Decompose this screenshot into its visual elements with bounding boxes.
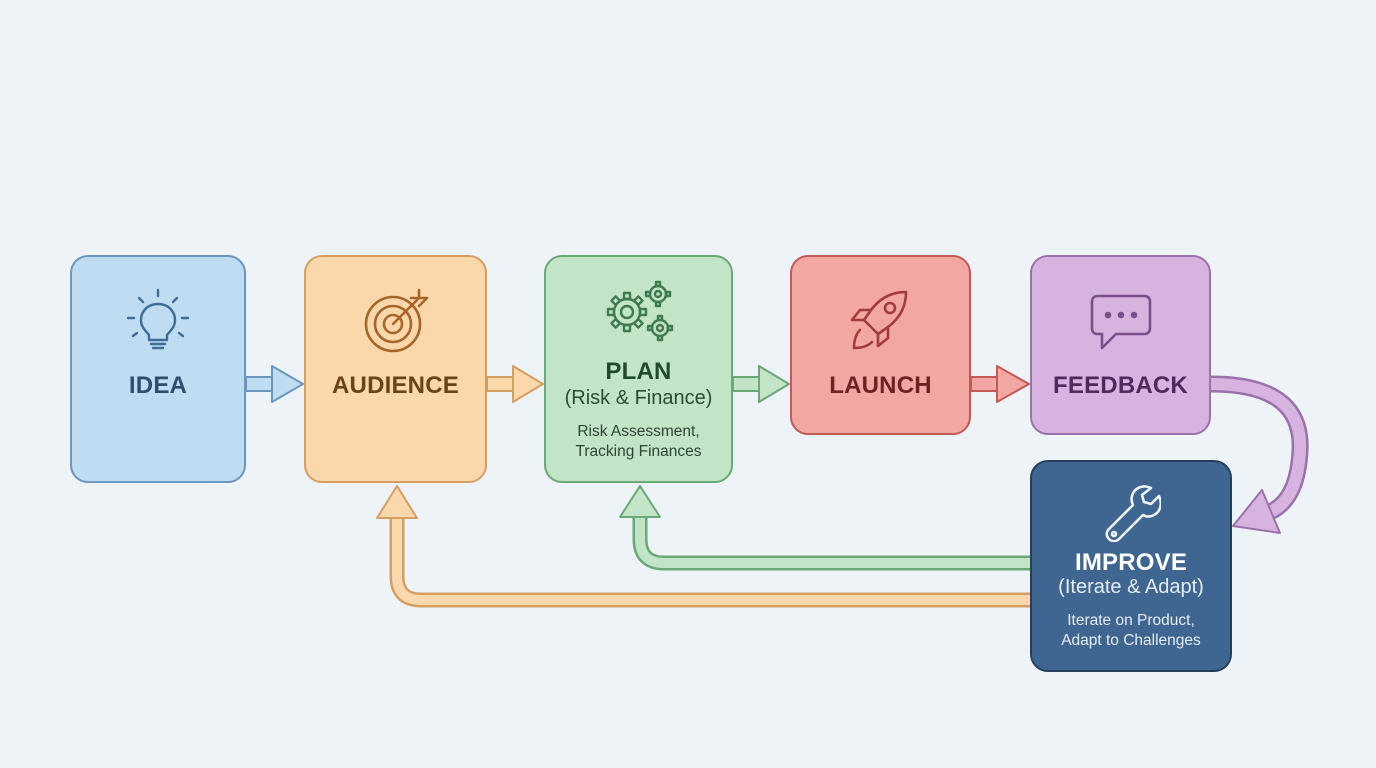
node-improve	[1030, 460, 1232, 672]
arrow-improve-to-plan	[619, 485, 1030, 571]
arrow-idea-to-audience	[245, 365, 304, 403]
arrow-feedback-to-improve	[1210, 375, 1309, 534]
node-feedback	[1030, 255, 1211, 435]
node-audience	[304, 255, 487, 483]
arrow-plan-to-launch	[732, 365, 790, 403]
node-idea	[70, 255, 246, 483]
arrow-launch-to-feedback	[970, 365, 1030, 403]
node-launch	[790, 255, 971, 435]
node-plan	[544, 255, 733, 483]
arrow-improve-to-audience	[376, 485, 1030, 608]
arrow-audience-to-plan	[486, 365, 544, 403]
